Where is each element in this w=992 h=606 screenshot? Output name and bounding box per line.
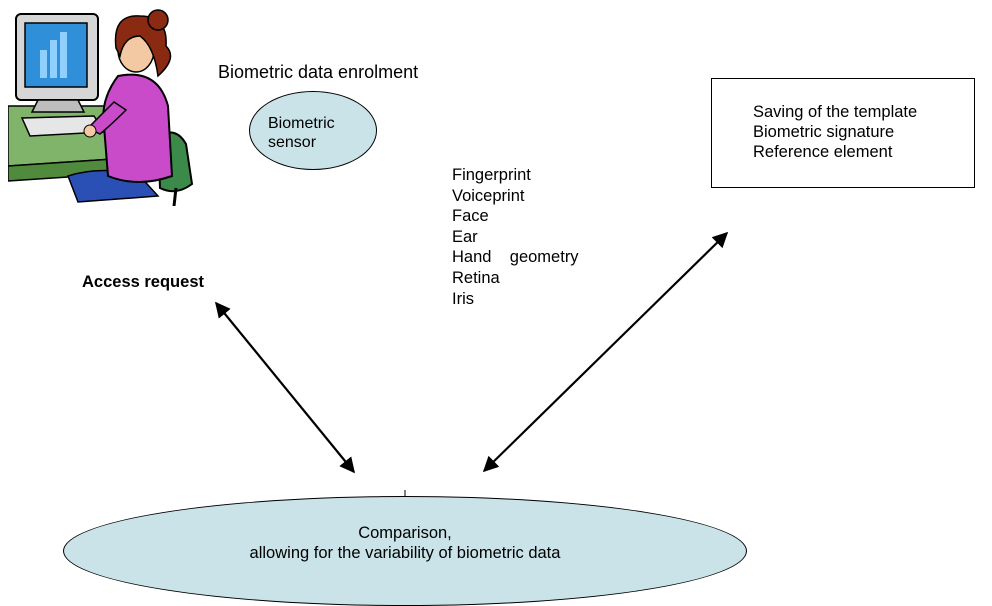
woman-at-computer-icon bbox=[8, 9, 194, 206]
template-storage-text: Saving of the template Biometric signatu… bbox=[753, 102, 917, 162]
sensor-line-2: sensor bbox=[268, 134, 317, 151]
template-to-comparison-arrow bbox=[482, 231, 729, 473]
template-storage-box bbox=[711, 78, 975, 188]
list-item: Voiceprint bbox=[452, 186, 525, 205]
access-to-comparison-arrow bbox=[215, 301, 355, 474]
comparison-label: Comparison, allowing for the variability… bbox=[190, 523, 620, 563]
template-line-1: Saving of the template bbox=[753, 103, 918, 121]
sensor-line-1: Biometric bbox=[268, 115, 335, 132]
comparison-line-2: allowing for the variability of biometri… bbox=[249, 544, 561, 562]
comparison-line-1: Comparison, bbox=[358, 524, 452, 542]
access-request-label: Access request bbox=[82, 273, 204, 291]
template-line-3: Reference element bbox=[753, 143, 893, 161]
template-line-2: Biometric signature bbox=[753, 123, 895, 141]
list-item: Fingerprint bbox=[452, 166, 531, 184]
biometric-sensor-label: Biometric sensor bbox=[268, 114, 335, 152]
comparison-node bbox=[63, 496, 747, 606]
list-item: Ear bbox=[452, 227, 478, 246]
biometric-sensor-node bbox=[249, 91, 377, 170]
list-item: Iris bbox=[452, 289, 474, 308]
list-item: Face bbox=[452, 207, 489, 226]
enrolment-title: Biometric data enrolment bbox=[218, 62, 419, 82]
